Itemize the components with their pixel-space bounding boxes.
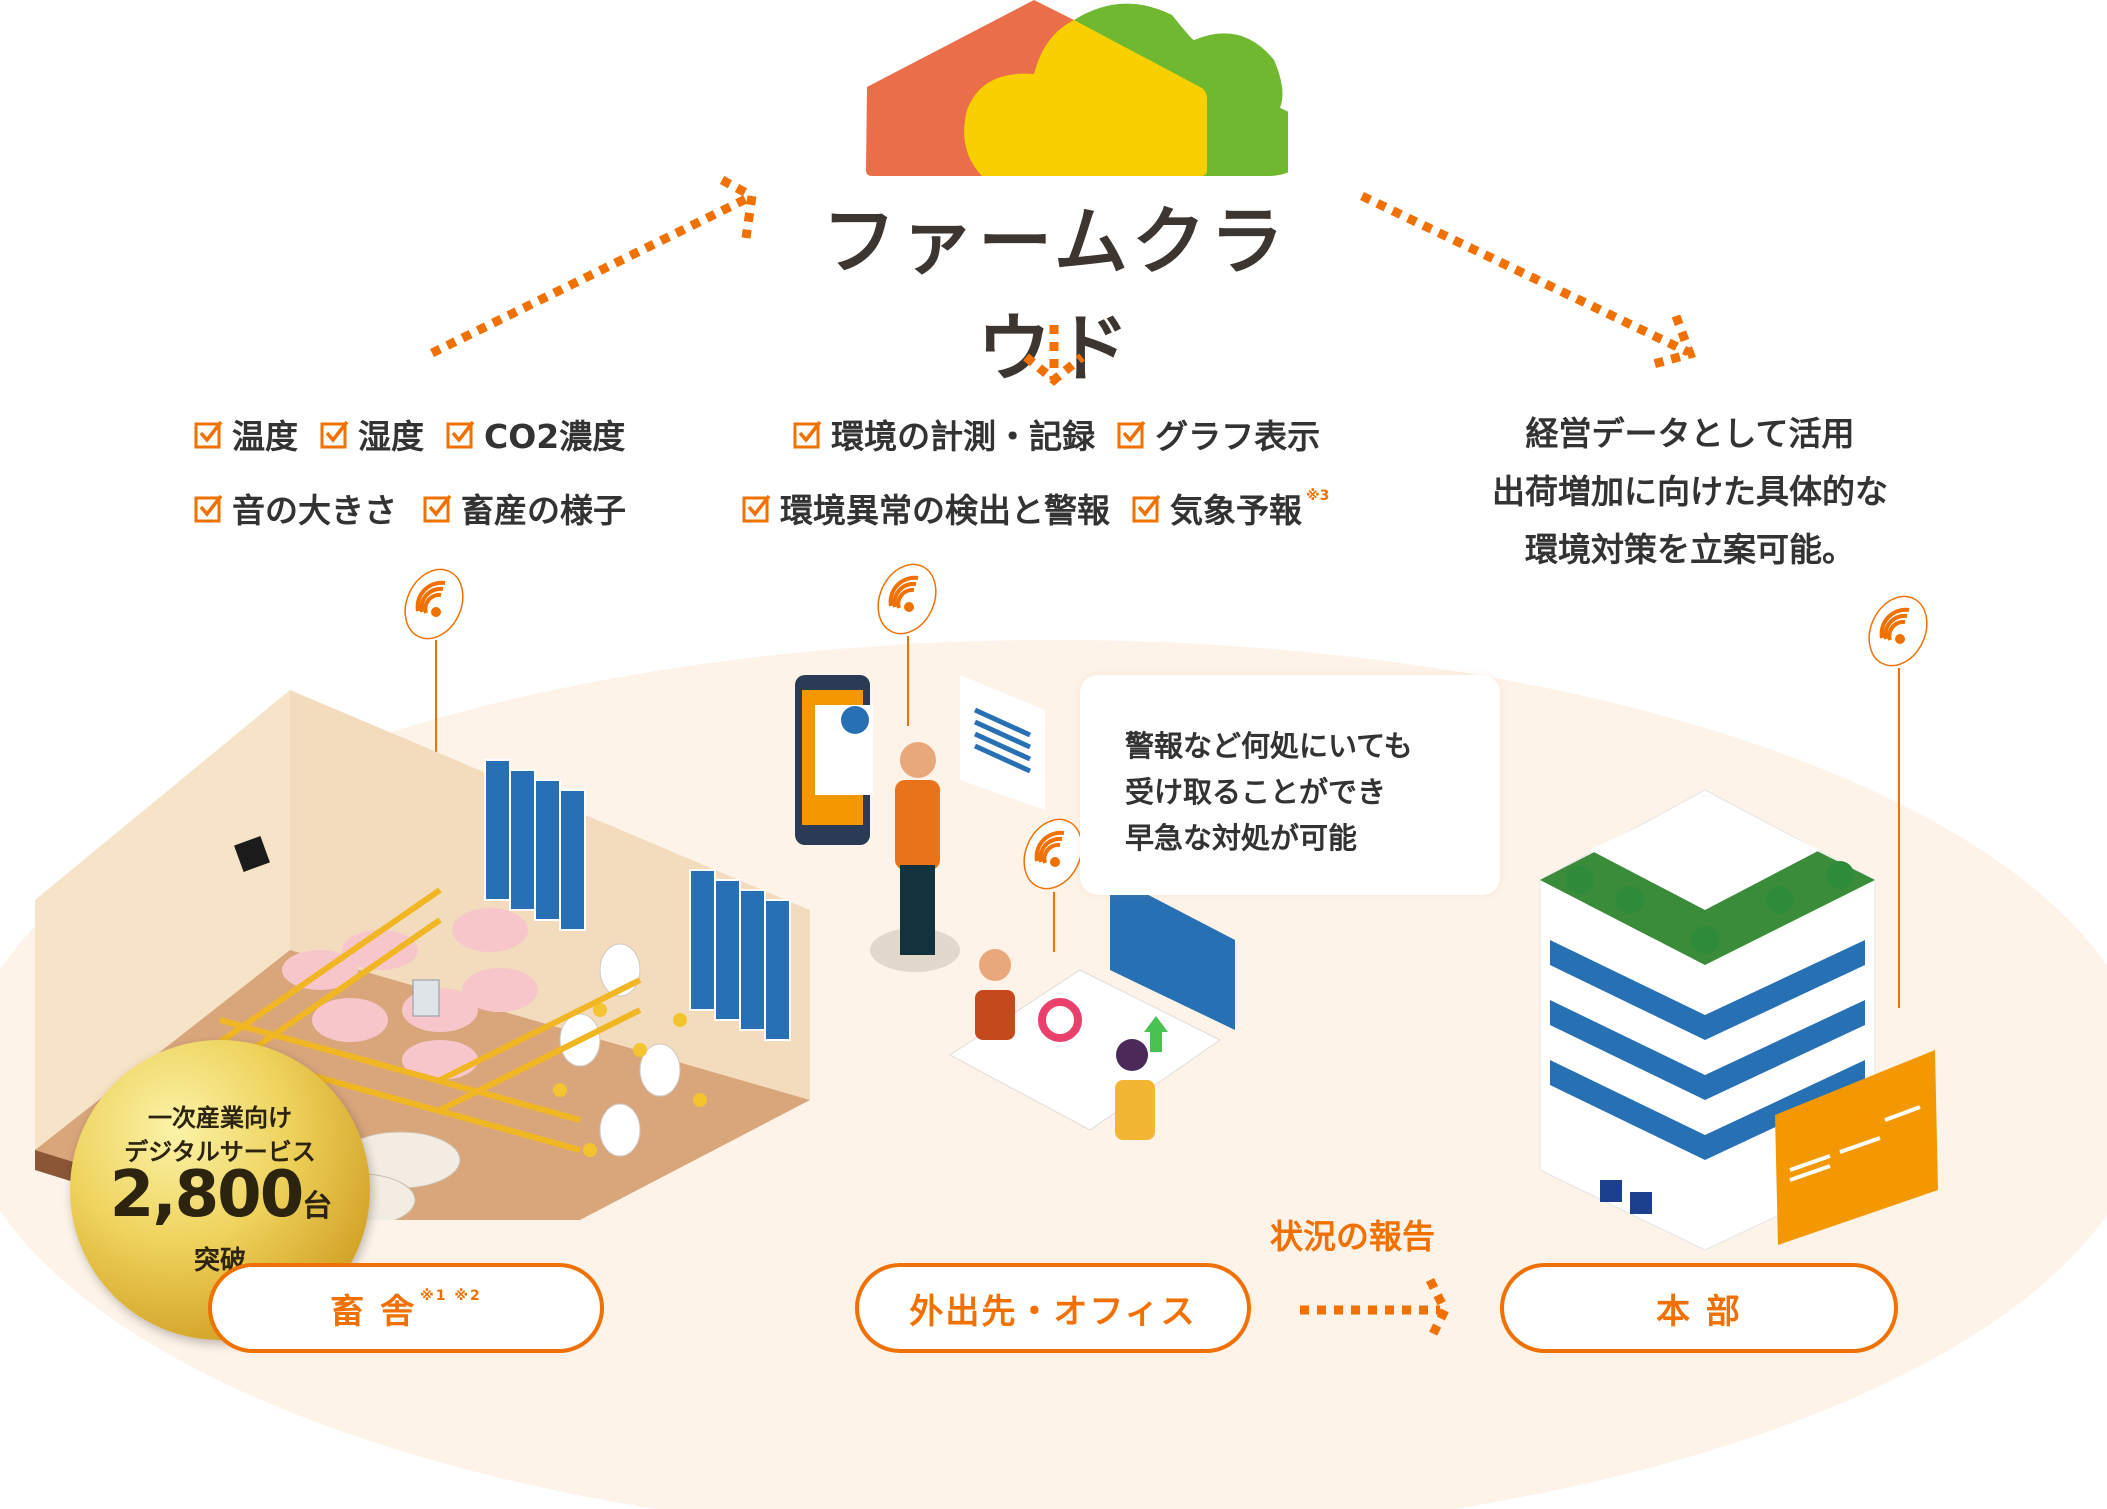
office-label: 外出先・オフィス <box>855 1263 1251 1353</box>
barn-window <box>484 759 791 1041</box>
feature-livestock-view: 畜産の様子 <box>423 484 626 532</box>
footnote-mark: ※1 ※2 <box>420 1288 482 1304</box>
seated-person-left <box>975 990 1015 1040</box>
checkbox-checked-icon <box>793 420 822 449</box>
checkbox-checked-icon <box>1132 494 1161 523</box>
sensor-camera-icon <box>234 836 270 872</box>
arrow-up-icon <box>1144 1016 1168 1052</box>
dotted-arrow-icon-left <box>430 176 757 358</box>
logo-yellow-cloud <box>964 20 1207 176</box>
checkbox-checked-icon <box>194 420 223 449</box>
seated-person-right <box>1115 1080 1155 1140</box>
checkbox-checked-icon <box>423 494 452 523</box>
standing-person <box>895 780 940 870</box>
medal-count: 2,800台 <box>109 1158 332 1232</box>
checkbox-checked-icon <box>446 420 475 449</box>
status-report-label: 状況の報告 <box>1270 1217 1435 1256</box>
tree <box>1566 861 1854 954</box>
feature-measure-record: 環境の計測・記録 <box>793 410 1095 458</box>
meeting-table <box>949 969 1221 1131</box>
checkbox-checked-icon <box>742 494 771 523</box>
barn-left-wall <box>35 690 290 1150</box>
connection-line <box>907 636 909 726</box>
feature-graph-display: グラフ表示 <box>1117 410 1320 458</box>
feature-humidity: 湿度 <box>320 410 424 458</box>
building-window <box>1600 1180 1652 1214</box>
barn-sensor-device <box>412 979 440 1017</box>
farm-cloud-logo <box>866 0 1288 176</box>
connection-line <box>1053 892 1055 952</box>
feature-co2: CO2濃度 <box>446 410 625 458</box>
chick <box>553 1003 707 1157</box>
feature-temperature: 温度 <box>194 410 298 458</box>
barn-label: 畜 舎※1 ※2 <box>208 1263 604 1353</box>
barn-sensor-features: 温度 湿度 CO2濃度 音の大きさ 畜産の様子 <box>194 410 626 532</box>
wifi-signal-icon <box>877 563 937 635</box>
dotted-arrow-icon-right <box>1360 191 1696 370</box>
feature-sound-level: 音の大きさ <box>194 484 397 532</box>
connection-line <box>1898 668 1900 1008</box>
chicken <box>559 943 681 1157</box>
cloud-service-features: 環境の計測・記録 グラフ表示 環境異常の検出と警報 気象予報※3 <box>742 410 1329 532</box>
checkbox-checked-icon <box>320 420 349 449</box>
wifi-signal-icon <box>404 568 464 640</box>
headquarters-building-illustration <box>1539 789 1938 1250</box>
footnote-mark: ※3 <box>1306 488 1330 504</box>
alert-speech-bubble: 警報など何処にいても 受け取ることができ 早急な対処が可能 <box>1080 675 1500 895</box>
wifi-signal-icon <box>1868 595 1928 667</box>
checkbox-checked-icon <box>1117 420 1146 449</box>
headquarters-label: 本 部 <box>1500 1263 1898 1353</box>
wifi-signal-icon <box>1023 818 1083 890</box>
checkbox-checked-icon <box>194 494 223 523</box>
feature-weather-forecast: 気象予報※3 <box>1132 484 1329 532</box>
hq-benefits-text: 経営データとして活用 出荷増加に向けた具体的な 環境対策を立案可能。 <box>1492 414 1888 569</box>
dashboard-screen <box>1110 875 1235 1030</box>
office-illustration <box>795 675 1235 1140</box>
logo-text: ファームクラウド <box>822 199 1288 392</box>
document-card <box>960 675 1045 810</box>
feature-anomaly-alert: 環境異常の検出と警報 <box>742 484 1110 532</box>
